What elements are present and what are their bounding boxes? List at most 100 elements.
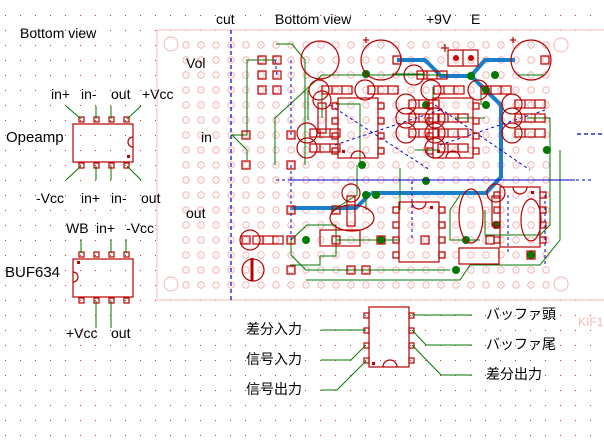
- resistor-outline: [296, 137, 318, 159]
- board-hole: [257, 131, 265, 139]
- board-hole-center: [185, 59, 187, 61]
- board-hole: [212, 221, 220, 229]
- resistor: [309, 143, 341, 153]
- board-hole-center: [530, 149, 532, 151]
- grid-dot: [125, 135, 126, 136]
- board-hole: [242, 176, 250, 184]
- grid-dot: [455, 330, 456, 331]
- board-hole: [512, 206, 520, 214]
- board-hole-center: [470, 269, 472, 271]
- grid-dot: [485, 420, 486, 421]
- resistor: [317, 102, 327, 134]
- grid-dot: [140, 300, 141, 301]
- grid-dot: [155, 270, 156, 271]
- grid-dot: [290, 15, 291, 16]
- grid-dot: [170, 360, 171, 361]
- grid-dot: [20, 255, 21, 256]
- resistor: [437, 143, 469, 153]
- grid-dot: [425, 345, 426, 346]
- board-hole-center: [395, 284, 397, 286]
- grid-dot: [20, 120, 21, 121]
- board-hole-center: [215, 209, 217, 211]
- board-hole: [302, 146, 310, 154]
- opamp-chip: [72, 116, 134, 169]
- grid-dot: [125, 90, 126, 91]
- board-hole-center: [470, 224, 472, 226]
- ic-pad: [438, 251, 446, 259]
- board-hole-center: [530, 44, 532, 46]
- grid-dot: [155, 420, 156, 421]
- board-hole: [362, 131, 370, 139]
- board-hole: [212, 176, 220, 184]
- grid-dot: [425, 435, 426, 436]
- board-hole: [482, 266, 490, 274]
- board-hole-center: [215, 44, 217, 46]
- board-hole: [242, 41, 250, 49]
- grid-dot: [65, 135, 66, 136]
- grid-dot: [500, 420, 501, 421]
- grid-dot: [290, 405, 291, 406]
- grid-dot: [65, 45, 66, 46]
- grid-dot: [410, 435, 411, 436]
- board-hole-center: [440, 59, 442, 61]
- grid-dot: [20, 330, 21, 331]
- grid-dot: [215, 375, 216, 376]
- board-hole-center: [365, 89, 367, 91]
- board-hole-center: [230, 104, 232, 106]
- board-hole-center: [185, 194, 187, 196]
- grid-dot: [440, 375, 441, 376]
- legend-label-buffer-head: バッファ頭: [486, 307, 556, 323]
- grid-dot: [5, 135, 6, 136]
- grid-dot: [320, 435, 321, 436]
- grid-dot: [230, 315, 231, 316]
- board-hole-center: [275, 194, 277, 196]
- ic-pad: [331, 117, 339, 125]
- board-hole-center: [380, 164, 382, 166]
- board-hole: [467, 101, 475, 109]
- grid-dot: [50, 120, 51, 121]
- grid-dot: [290, 345, 291, 346]
- board-hole: [227, 161, 235, 169]
- grid-dot: [65, 150, 66, 151]
- opamp-pin-label: -Vcc: [36, 190, 64, 206]
- grid-dot: [320, 375, 321, 376]
- grid-dot: [20, 150, 21, 151]
- board-hole: [347, 281, 355, 289]
- grid-dot: [395, 405, 396, 406]
- board-hole: [527, 161, 535, 169]
- power-label: +9V: [426, 11, 452, 27]
- legend-leads: [321, 314, 472, 391]
- grid-dot: [125, 210, 126, 211]
- grid-dot: [20, 135, 21, 136]
- board-hole: [497, 281, 505, 289]
- grid-dot: [410, 345, 411, 346]
- grid-dot: [140, 270, 141, 271]
- grid-dot: [110, 60, 111, 61]
- grid-dot: [380, 360, 381, 361]
- resistor-outline: [239, 229, 261, 251]
- board-hole-center: [320, 44, 322, 46]
- grid-dot: [140, 165, 141, 166]
- board-hole: [377, 221, 385, 229]
- board-hole: [452, 131, 460, 139]
- grid-dot: [35, 360, 36, 361]
- board-hole: [437, 101, 445, 109]
- grid-dot: [20, 15, 21, 16]
- board-hole-center: [530, 104, 532, 106]
- board-hole-center: [185, 224, 187, 226]
- pad: [526, 250, 536, 260]
- grid-dot: [95, 435, 96, 436]
- grid-dot: [470, 330, 471, 331]
- board-hole-center: [425, 254, 427, 256]
- grid-dot: [155, 195, 156, 196]
- in-label: in: [201, 129, 212, 145]
- board-hole-center: [485, 284, 487, 286]
- grid-dot: [455, 405, 456, 406]
- grid-dot: [110, 150, 111, 151]
- board-hole-center: [545, 89, 547, 91]
- board-hole-center: [410, 89, 412, 91]
- board-hole-center: [350, 59, 352, 61]
- board-hole: [512, 131, 520, 139]
- board-hole-center: [455, 254, 457, 256]
- board-hole-center: [440, 134, 442, 136]
